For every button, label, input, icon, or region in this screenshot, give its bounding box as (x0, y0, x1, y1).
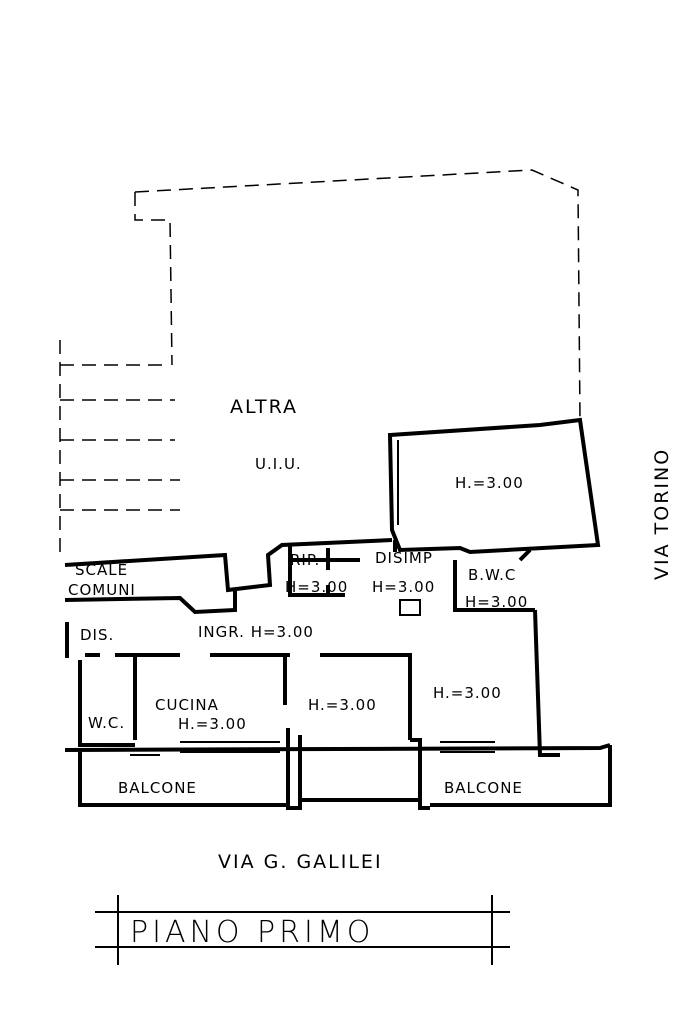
label-comuni: COMUNI (68, 581, 136, 599)
street-via-galilei: VIA G. GALILEI (218, 851, 383, 873)
label-cucina: CUCINA (155, 696, 219, 714)
label-scale: SCALE (75, 561, 128, 579)
label-ingr: INGR. H=3.00 (198, 623, 314, 641)
label-wc: W.C. (88, 714, 125, 732)
other-unit-outline (59, 169, 581, 555)
label-rip: RIP. (290, 551, 320, 569)
room-labels: ALTRA U.I.U. H.=3.00 RIP. H=3.00 DISIMP … (68, 396, 528, 797)
plan-title: PIANO PRIMO (130, 915, 374, 950)
label-balcone-right: BALCONE (444, 779, 523, 797)
walls (64, 417, 612, 810)
label-disimp: DISIMP (375, 549, 433, 567)
label-bwc-height: H=3.00 (465, 593, 528, 611)
label-dis: DIS. (80, 626, 114, 644)
title-frame (95, 895, 510, 965)
label-balcone-left: BALCONE (118, 779, 197, 797)
label-cucina-height: H.=3.00 (178, 715, 247, 733)
label-room-center-height: H.=3.00 (308, 696, 377, 714)
label-disimp-height: H=3.00 (372, 578, 435, 596)
label-room-ne-height: H.=3.00 (455, 474, 524, 492)
label-bwc: B.W.C (468, 566, 516, 584)
label-altra: ALTRA (230, 396, 298, 418)
label-uiu: U.I.U. (255, 455, 302, 473)
label-rip-height: H=3.00 (285, 578, 348, 596)
street-via-torino: VIA TORINO (651, 448, 673, 580)
label-room-east-height: H.=3.00 (433, 684, 502, 702)
